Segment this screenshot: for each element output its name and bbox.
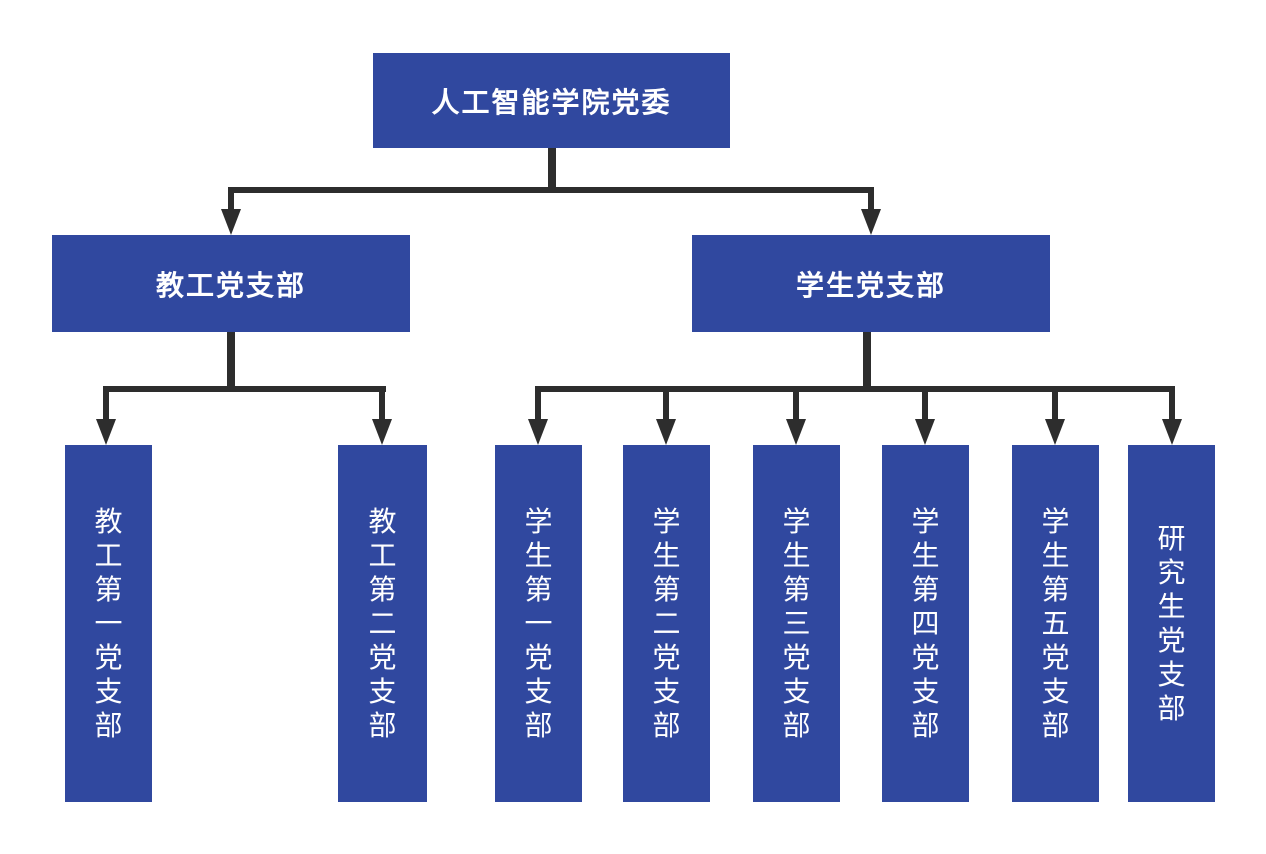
org-node-label: 学生第四党支部 (911, 505, 940, 741)
org-node-student-branch-4: 学生第四党支部 (882, 445, 969, 802)
org-node-label: 学生第二党支部 (652, 505, 681, 741)
arrow-down-icon (372, 419, 392, 445)
org-node-label: 学生第五党支部 (1041, 505, 1070, 741)
org-node-faculty-branch: 教工党支部 (52, 235, 410, 332)
connector-line (228, 187, 874, 193)
arrow-down-icon (786, 419, 806, 445)
connector-line (1052, 386, 1058, 421)
connector-line (228, 187, 234, 213)
org-node-label: 教工党支部 (155, 269, 306, 301)
arrow-down-icon (915, 419, 935, 445)
connector-line (868, 187, 874, 213)
arrow-down-icon (1045, 419, 1065, 445)
org-node-root: 人工智能学院党委 (373, 53, 730, 148)
connector-line (103, 386, 109, 421)
connector-line (535, 386, 1175, 392)
connector-line (922, 386, 928, 421)
arrow-down-icon (1162, 419, 1182, 445)
connector-line (793, 386, 799, 421)
org-node-label: 研究生党支部 (1157, 522, 1186, 724)
org-node-label: 学生第三党支部 (782, 505, 811, 741)
org-node-label: 教工第二党支部 (368, 505, 397, 741)
connector-line (379, 386, 385, 421)
arrow-down-icon (96, 419, 116, 445)
org-node-label: 教工第一党支部 (94, 505, 123, 741)
org-node-faculty-branch-2: 教工第二党支部 (338, 445, 427, 802)
org-node-label: 人工智能学院党委 (431, 86, 672, 118)
arrow-down-icon (656, 419, 676, 445)
org-node-student-branch-1: 学生第一党支部 (495, 445, 582, 802)
org-node-student-branch-2: 学生第二党支部 (623, 445, 710, 802)
org-node-student-branch-5: 学生第五党支部 (1012, 445, 1099, 802)
connector-line (663, 386, 669, 421)
arrow-down-icon (528, 419, 548, 445)
org-node-graduate-branch: 研究生党支部 (1128, 445, 1215, 802)
org-node-student-branch: 学生党支部 (692, 235, 1050, 332)
org-node-label: 学生党支部 (795, 269, 946, 301)
connector-line (535, 386, 541, 421)
org-node-faculty-branch-1: 教工第一党支部 (65, 445, 152, 802)
connector-line (863, 332, 871, 389)
connector-line (1169, 386, 1175, 421)
arrow-down-icon (221, 209, 241, 235)
arrow-down-icon (861, 209, 881, 235)
connector-line (227, 332, 235, 389)
connector-line (548, 148, 556, 191)
org-node-student-branch-3: 学生第三党支部 (753, 445, 840, 802)
connector-line (103, 386, 386, 392)
org-node-label: 学生第一党支部 (524, 505, 553, 741)
